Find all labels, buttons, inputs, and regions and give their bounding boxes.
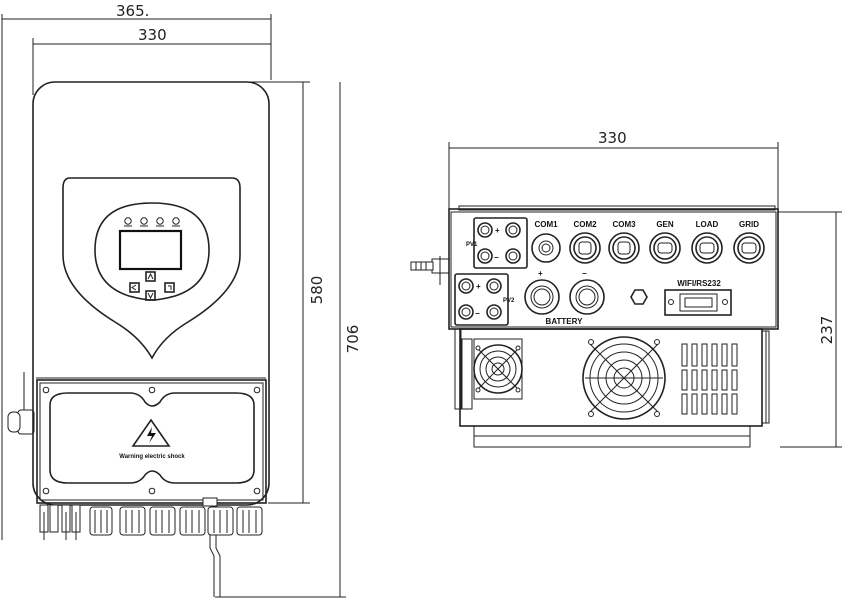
esc-button-icon bbox=[129, 282, 140, 293]
pv2-plus-label: + bbox=[476, 282, 481, 291]
control-buttons bbox=[129, 271, 175, 301]
battery-label: BATTERY bbox=[546, 317, 584, 326]
bottom-view: 330 237 + − PV1 bbox=[410, 129, 842, 448]
wifi-label: WIFI/RS232 bbox=[677, 279, 721, 288]
terminal-cover: Warning electric shock bbox=[36, 379, 267, 504]
dim-total-height: 706 bbox=[215, 82, 362, 598]
vent-slots bbox=[681, 343, 738, 415]
dim-body-height: 580 bbox=[184, 81, 326, 504]
wifi-port: WIFI/RS232 bbox=[664, 279, 732, 316]
gen-port bbox=[649, 232, 681, 264]
pv2-label: PV2 bbox=[503, 298, 515, 304]
dim-total-height-label: 706 bbox=[344, 325, 362, 354]
bottom-connectors bbox=[39, 497, 263, 597]
dim-body-height-label: 580 bbox=[308, 276, 326, 305]
enter-button-icon bbox=[164, 282, 175, 293]
grid-label: GRID bbox=[739, 220, 759, 229]
pv1-input: + − PV1 bbox=[466, 217, 528, 269]
battery-plus-label: + bbox=[538, 269, 543, 278]
dim-bottom-width-label: 330 bbox=[598, 129, 627, 147]
dim-body-width: 330 bbox=[32, 26, 271, 95]
pv1-plus-label: + bbox=[495, 226, 500, 235]
load-label: LOAD bbox=[696, 220, 719, 229]
side-switch-knob-bottom bbox=[410, 256, 450, 285]
pv1-minus-label: − bbox=[494, 253, 499, 262]
pv2-minus-label: − bbox=[475, 309, 480, 318]
battery-plus-terminal bbox=[524, 279, 560, 315]
port-row: COM1 COM2 COM3 GEN LOAD GRID bbox=[531, 220, 765, 264]
dim-bottom-width: 330 bbox=[448, 129, 779, 212]
small-fan-icon bbox=[473, 338, 523, 400]
com2-label: COM2 bbox=[573, 220, 597, 229]
com3-port bbox=[608, 232, 640, 264]
battery-terminals: + − BATTERY bbox=[524, 269, 605, 326]
battery-minus-terminal bbox=[569, 279, 605, 315]
down-button-icon bbox=[145, 290, 156, 301]
heatsink-body bbox=[454, 328, 770, 448]
warning-label: Warning electric shock bbox=[119, 454, 185, 460]
com1-label: COM1 bbox=[534, 220, 558, 229]
hex-vent-icon bbox=[630, 289, 648, 305]
front-view: 365. 330 580 706 bbox=[1, 2, 362, 598]
com1-port bbox=[531, 233, 561, 263]
com2-port bbox=[569, 232, 601, 264]
large-fan-icon bbox=[582, 336, 666, 420]
gen-label: GEN bbox=[656, 220, 674, 229]
warning-triangle-icon bbox=[131, 418, 171, 447]
battery-minus-label: − bbox=[582, 269, 587, 278]
control-face bbox=[94, 202, 210, 301]
indicator-leds bbox=[124, 217, 180, 227]
dim-bottom-depth: 237 bbox=[778, 211, 842, 448]
lcd-screen bbox=[118, 229, 183, 271]
com3-label: COM3 bbox=[612, 220, 636, 229]
pv2-input: + − PV2 bbox=[454, 273, 515, 326]
side-switch-knob bbox=[7, 372, 35, 435]
dim-total-width: 365. bbox=[1, 2, 272, 540]
inverter-body bbox=[32, 81, 270, 506]
load-port bbox=[691, 232, 723, 264]
dim-total-width-label: 365. bbox=[116, 2, 149, 20]
dim-bottom-depth-label: 237 bbox=[818, 316, 836, 345]
dim-body-width-label: 330 bbox=[138, 26, 167, 44]
grid-port bbox=[733, 232, 765, 264]
pv1-label: PV1 bbox=[466, 242, 478, 248]
up-button-icon bbox=[145, 271, 156, 282]
display-panel bbox=[62, 177, 241, 360]
